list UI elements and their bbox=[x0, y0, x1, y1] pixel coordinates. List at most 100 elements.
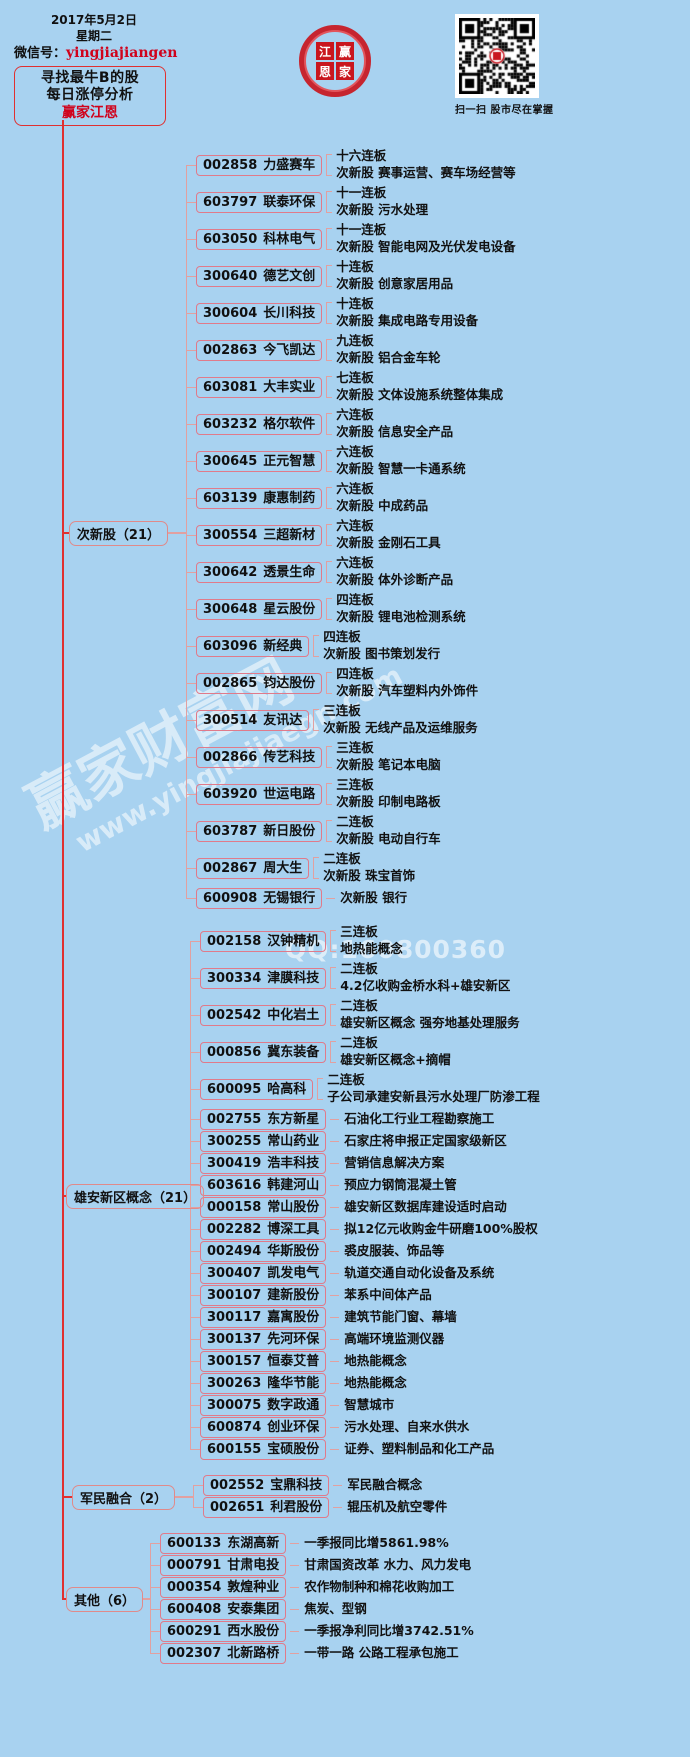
group-label-1[interactable]: 雄安新区概念（21） bbox=[66, 1184, 205, 1209]
group-label-0[interactable]: 次新股（21） bbox=[68, 520, 168, 546]
group-label-3[interactable]: 其他（6） bbox=[66, 1587, 144, 1612]
group-label-2[interactable]: 军民融合（2） bbox=[71, 1485, 175, 1510]
